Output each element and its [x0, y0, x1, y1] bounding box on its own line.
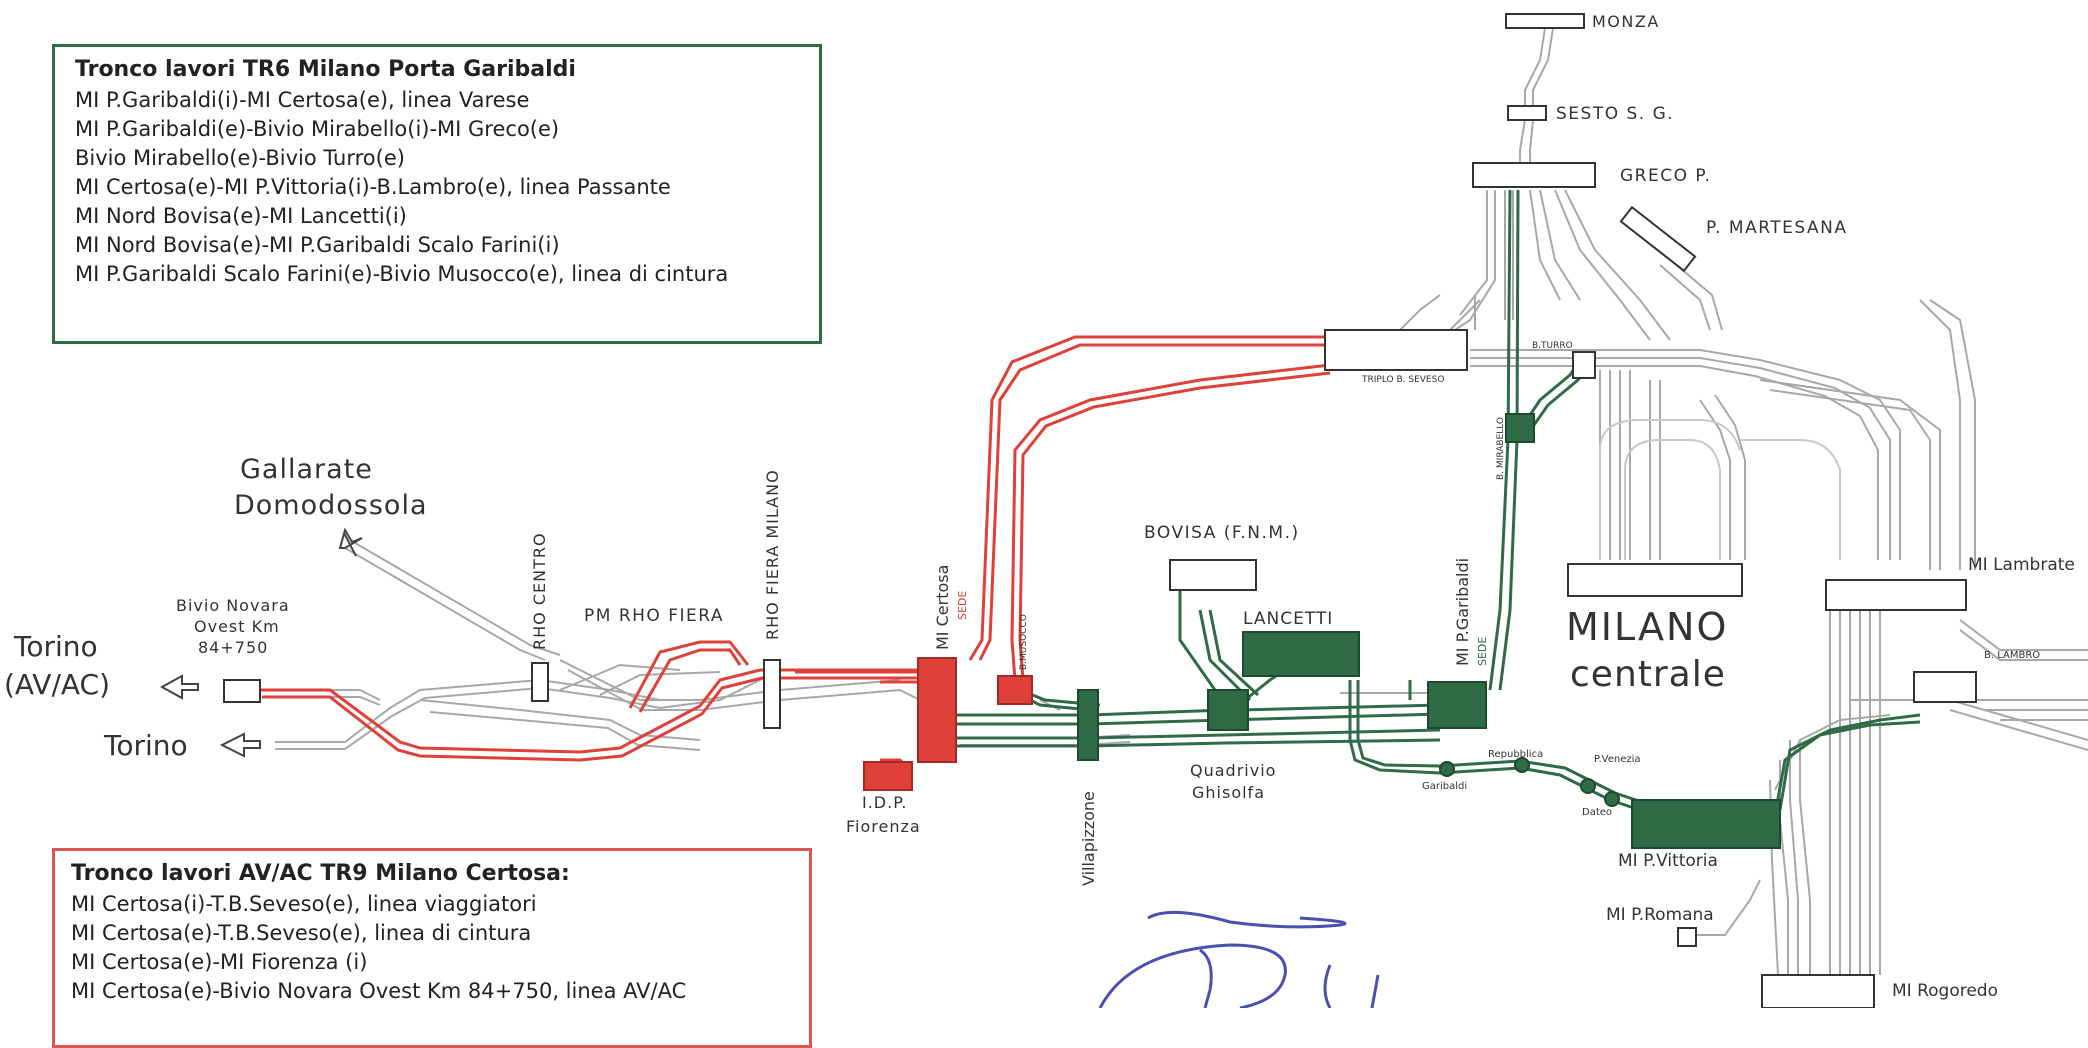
label-gallarate: Gallarate	[240, 454, 373, 485]
greco-station	[1472, 162, 1596, 188]
b-musocco-station[interactable]	[997, 675, 1033, 705]
idp-fiorenza-station[interactable]	[863, 761, 913, 791]
label-dateo: Dateo	[1582, 807, 1612, 818]
repubblica-stop[interactable]	[1514, 757, 1530, 773]
milano-centrale-station	[1567, 563, 1743, 597]
b-lambro-station	[1913, 671, 1977, 703]
label-mirabello: B. MIRABELLO	[1496, 417, 1506, 480]
green-box-line: MI Certosa(e)-MI P.Vittoria(i)-B.Lambro(…	[75, 175, 671, 199]
label-sesto: SESTO S. G.	[1556, 104, 1674, 124]
mirabello-station[interactable]	[1505, 413, 1535, 443]
dateo-stop[interactable]	[1604, 791, 1620, 807]
green-box-line: Bivio Mirabello(e)-Bivio Turro(e)	[75, 146, 405, 170]
green-box-line: MI Nord Bovisa(e)-MI Lancetti(i)	[75, 204, 407, 228]
green-legend-box: Tronco lavori TR6 Milano Porta Garibaldi…	[52, 44, 822, 344]
label-torino-av-1: Torino	[13, 630, 98, 663]
label-mi-lambrate: MI Lambrate	[1968, 555, 2075, 575]
label-greco: GRECO P.	[1620, 166, 1711, 186]
label-mi-rogoredo: MI Rogoredo	[1892, 981, 1998, 1001]
mi-pgaribaldi-station[interactable]	[1427, 681, 1487, 729]
green-box-line: MI Nord Bovisa(e)-MI P.Garibaldi Scalo F…	[75, 233, 560, 257]
green-box-line: MI P.Garibaldi(e)-Bivio Mirabello(i)-MI …	[75, 117, 560, 141]
label-bovisa: BOVISA (F.N.M.)	[1144, 523, 1300, 543]
label-garibaldi: Garibaldi	[1422, 781, 1467, 792]
rho-centro-station	[531, 662, 549, 702]
label-domodossola: Domodossola	[234, 490, 428, 521]
rho-fiera-milano-station	[763, 659, 781, 729]
label-sede-red: SEDE	[956, 591, 969, 620]
label-triplo: TRIPLO B. SEVESO	[1361, 375, 1444, 385]
label-bivio-novara-2: Ovest Km	[194, 617, 280, 636]
label-martesana: P. MARTESANA	[1706, 218, 1848, 238]
red-box-line: MI Certosa(e)-Bivio Novara Ovest Km 84+7…	[71, 979, 687, 1003]
label-mi-promana: MI P.Romana	[1606, 905, 1714, 925]
label-torino: Torino	[103, 729, 188, 762]
bovisa-station	[1169, 559, 1257, 591]
green-box-title: Tronco lavori TR6 Milano Porta Garibaldi	[75, 57, 576, 82]
label-centrale: centrale	[1570, 654, 1726, 695]
mi-lambrate-station	[1825, 579, 1967, 611]
gallarate-arrow-icon	[338, 527, 363, 557]
label-bivio-novara-1: Bivio Novara	[176, 596, 290, 615]
label-villapizzone: Villapizzone	[1079, 791, 1098, 886]
torino-arrow-icon	[219, 732, 261, 758]
red-box-title: Tronco lavori AV/AC TR9 Milano Certosa:	[71, 861, 570, 886]
red-box-line: MI Certosa(i)-T.B.Seveso(e), linea viagg…	[71, 892, 537, 916]
label-quadrivio-1: Quadrivio	[1190, 761, 1276, 780]
torino-av-arrow-icon	[159, 674, 199, 700]
label-rho-centro: RHO CENTRO	[530, 532, 549, 650]
red-legend-box: Tronco lavori AV/AC TR9 Milano Certosa: …	[52, 848, 812, 1048]
label-bivio-novara-3: 84+750	[198, 638, 268, 657]
label-milano: MILANO	[1566, 605, 1728, 649]
martesana-station	[1619, 205, 1697, 273]
label-pm-rho-fiera: PM RHO FIERA	[584, 606, 724, 626]
label-pvenezia: P.Venezia	[1594, 754, 1641, 765]
bivio-novara-box	[223, 679, 261, 703]
railway-network-diagram: .g{stroke:#a8a8a8;stroke-width:2;fill:no…	[4, 12, 2088, 1008]
villapizzone-station[interactable]	[1077, 689, 1099, 761]
green-box-line: MI P.Garibaldi(i)-MI Certosa(e), linea V…	[75, 88, 530, 112]
red-box-line: MI Certosa(e)-MI Fiorenza (i)	[71, 950, 368, 974]
sesto-station	[1507, 105, 1547, 121]
label-lancetti: LANCETTI	[1243, 609, 1333, 629]
label-b-lambro: B. LAMBRO	[1984, 650, 2040, 661]
label-quadrivio-2: Ghisolfa	[1192, 783, 1265, 802]
monza-station	[1505, 13, 1585, 29]
mi-rogoredo-station	[1761, 974, 1875, 1008]
label-mi-certosa: MI Certosa	[933, 565, 952, 650]
label-rho-fiera-milano: RHO FIERA MILANO	[763, 469, 782, 640]
label-mi-pgaribaldi: MI P.Garibaldi	[1453, 558, 1472, 666]
pvenezia-stop[interactable]	[1580, 778, 1596, 794]
lancetti-station[interactable]	[1242, 631, 1360, 677]
garibaldi-stop[interactable]	[1439, 761, 1455, 777]
label-turro: B.TURRO	[1532, 341, 1573, 351]
label-idp-2: Fiorenza	[846, 817, 921, 836]
label-monza: MONZA	[1592, 12, 1660, 31]
mi-certosa-station[interactable]	[917, 657, 957, 763]
label-idp-1: I.D.P.	[862, 793, 907, 812]
signature	[1098, 910, 1380, 1008]
label-repubblica: Repubblica	[1488, 749, 1543, 760]
red-tracks	[250, 335, 1331, 767]
mi-pvittoria-station[interactable]	[1631, 799, 1781, 849]
turro-station	[1572, 351, 1596, 379]
quadrivio-ghisolfa-station[interactable]	[1207, 689, 1249, 731]
label-b-musocco: B.MUSOCCO	[1019, 614, 1029, 670]
label-mi-pvittoria: MI P.Vittoria	[1618, 851, 1718, 871]
green-box-line: MI P.Garibaldi Scalo Farini(e)-Bivio Mus…	[75, 262, 729, 286]
mi-promana-station	[1677, 927, 1697, 947]
label-torino-av-2: (AV/AC)	[4, 668, 110, 701]
red-box-line: MI Certosa(e)-T.B.Seveso(e), linea di ci…	[71, 921, 532, 945]
triplo-seveso-station	[1324, 329, 1468, 371]
label-sede-green: SEDE	[1476, 637, 1489, 666]
